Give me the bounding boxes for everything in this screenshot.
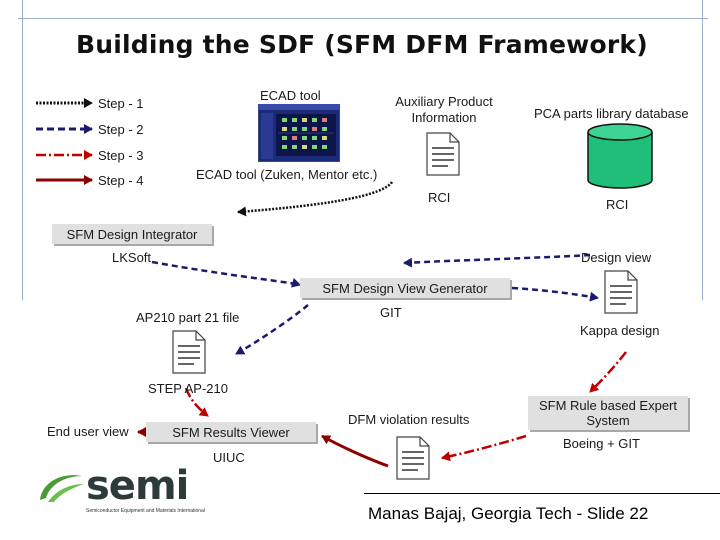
document-icon: [426, 132, 460, 176]
arrow-generator-to-ap210: [235, 304, 309, 356]
database-cylinder-icon: [587, 123, 653, 189]
aux-info-label: Auxiliary Product Information: [395, 94, 493, 125]
lksoft-label: LKSoft: [112, 250, 152, 265]
end-user-view-label: End user view: [47, 424, 129, 439]
ecad-vendors-label: ECAD tool (Zuken, Mentor etc.): [196, 167, 378, 182]
step-ap210-label: STEP AP-210: [148, 381, 228, 396]
git-label: GIT: [380, 305, 402, 320]
semi-tagline: Semiconductor Equipment and Materials In…: [86, 508, 205, 514]
frame-line-left: [22, 0, 23, 300]
arrow-lksoft-to-generator: [151, 260, 301, 288]
semi-swoosh-icon: [40, 475, 84, 502]
kappa-design-label: Kappa design: [580, 323, 660, 338]
sfm-design-view-generator-box: SFM Design View Generator: [300, 278, 510, 298]
arrow-ecad-to-integrator: [237, 181, 394, 217]
uiuc-label: UIUC: [213, 450, 245, 465]
boeing-git-label: Boeing + GIT: [563, 436, 640, 451]
arrow-expert-to-dfm: [441, 434, 527, 462]
frame-line-top: [18, 18, 708, 19]
slide-title: Building the SDF (SFM DFM Framework): [76, 30, 648, 59]
ap210-file-label: AP210 part 21 file: [136, 310, 240, 325]
sfm-design-integrator-box: SFM Design Integrator: [52, 224, 212, 244]
arrow-dfm-to-viewer: [321, 434, 389, 468]
design-view-label: Design view: [581, 250, 652, 265]
frame-line-right: [702, 0, 703, 300]
document-icon: [604, 270, 638, 314]
rci-label-2: RCI: [606, 197, 629, 212]
sfm-results-viewer-box: SFM Results Viewer: [146, 422, 316, 442]
document-icon: [172, 330, 206, 374]
arrow-generator-to-kappa: [511, 286, 599, 302]
legend-step3-label: Step - 3: [98, 148, 144, 163]
rci-label-1: RCI: [428, 190, 451, 205]
ecad-screenshot-icon: [258, 104, 340, 162]
legend-step2-label: Step - 2: [98, 122, 144, 137]
dfm-violation-results-label: DFM violation results: [348, 412, 470, 427]
legend-step4-label: Step - 4: [98, 173, 144, 188]
arrow-step-to-viewer: [184, 387, 209, 417]
footer-rule: [364, 493, 720, 494]
slide-footer: Manas Bajaj, Georgia Tech - Slide 22: [368, 504, 649, 523]
document-icon: [396, 436, 430, 480]
sfm-rule-expert-box: SFM Rule based Expert System: [528, 396, 688, 430]
ecad-tool-label: ECAD tool: [260, 88, 321, 103]
pca-library-label: PCA parts library database: [534, 106, 689, 121]
semi-logo: semi: [86, 463, 189, 509]
arrow-designview-to-lksoft: [403, 253, 591, 268]
legend-step1-label: Step - 1: [98, 96, 144, 111]
arrow-kappa-to-expert: [589, 351, 627, 393]
